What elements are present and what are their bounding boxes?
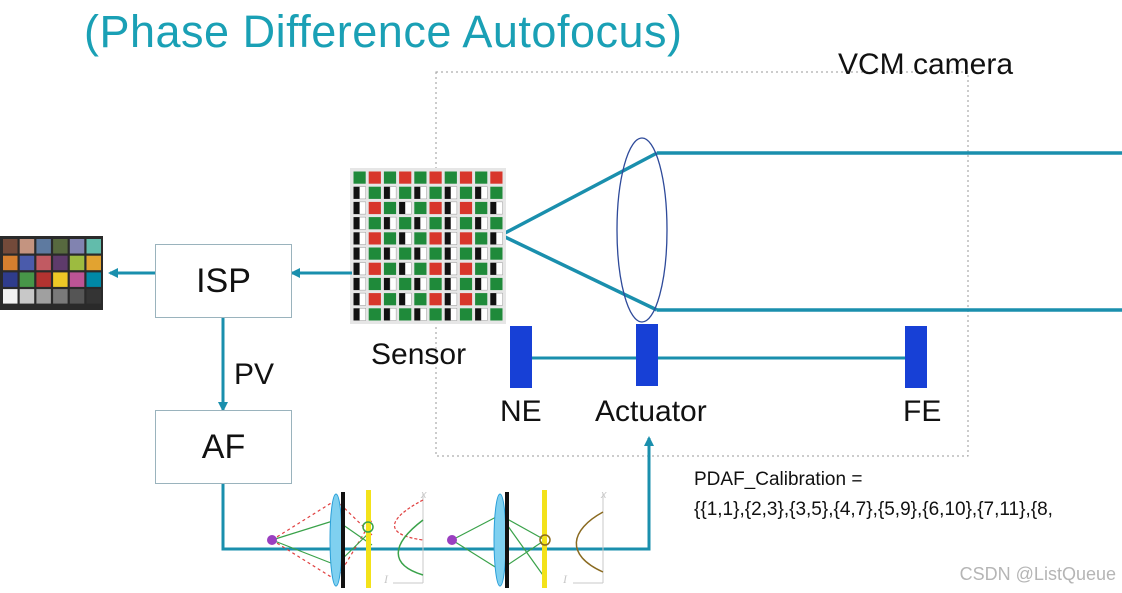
- pdaf-optics-diagram-2: x I: [447, 489, 607, 588]
- isp-block[interactable]: ISP: [155, 244, 292, 318]
- fe-label: FE: [903, 395, 942, 428]
- actuator-label: Actuator: [595, 395, 707, 428]
- lens-ellipse: [616, 137, 668, 323]
- watermark: CSDN @ListQueue: [959, 564, 1116, 584]
- af-to-actuator-arrow: [221, 436, 654, 551]
- actuator-block[interactable]: [636, 324, 658, 386]
- svg-text:x: x: [600, 489, 607, 501]
- light-rays: [504, 151, 1122, 312]
- pv-label: PV: [234, 358, 275, 391]
- fe-stop: [905, 326, 927, 388]
- svg-text:I: I: [562, 572, 568, 586]
- ne-label: NE: [500, 395, 542, 428]
- af-block[interactable]: AF: [155, 410, 292, 484]
- pdaf-calibration-line-1: PDAF_Calibration =: [694, 469, 863, 490]
- sensor-label: Sensor: [371, 338, 467, 371]
- color-checker-chart: [0, 236, 103, 310]
- pdaf-calibration-line-2: {{1,1},{2,3},{3,5},{4,7},{5,9},{6,10},{7…: [694, 499, 1053, 520]
- sensor-grid: [350, 168, 506, 324]
- page-title: (Phase Difference Autofocus): [84, 6, 683, 57]
- af-label: AF: [201, 427, 246, 466]
- svg-text:I: I: [383, 572, 389, 586]
- svg-text:x: x: [420, 489, 427, 501]
- vcm-camera-label: VCM camera: [838, 48, 1014, 81]
- isp-label: ISP: [196, 261, 251, 300]
- ne-stop: [510, 326, 532, 388]
- pdaf-optics-diagram-1: x I: [267, 489, 427, 588]
